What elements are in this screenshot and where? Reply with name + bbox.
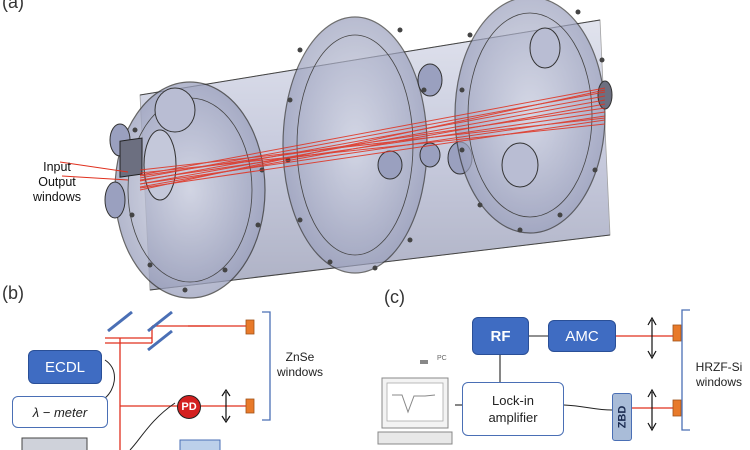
pc-label: PC: [437, 355, 447, 362]
right-flange: [454, 0, 613, 234]
pc-monitor-icon: [377, 360, 453, 445]
zbd-label: ZBD: [616, 405, 629, 429]
znse-window-bottom: [245, 398, 255, 414]
hrzf-label-line-2: windows: [695, 375, 743, 389]
znse-bracket: [262, 311, 271, 421]
panel-b-mirrors: [107, 310, 173, 352]
wavemeter-label: λ − meter: [32, 404, 88, 420]
callout-line-2: Output: [38, 175, 76, 189]
hrzf-windows-label: HRZF-Si windows: [688, 360, 750, 390]
lockin-amplifier-box: Lock-in amplifier: [462, 382, 564, 436]
panel-c-wires: [455, 335, 613, 411]
lockin-label-line-1: Lock-in: [492, 393, 534, 408]
panel-a-label: (a): [2, 0, 24, 12]
znse-label-line-1: ZnSe: [285, 350, 315, 364]
io-windows-callout: Input Output windows: [22, 160, 92, 205]
panel-b-arrow: [221, 388, 231, 424]
zbd-detector: ZBD: [612, 393, 632, 441]
pd-label: PD: [181, 401, 197, 413]
panel-c-arrows: [647, 316, 657, 432]
io-window: [119, 137, 143, 178]
rf-box: RF: [472, 317, 529, 355]
ecdl-box: ECDL: [28, 350, 102, 384]
lockin-label-line-2: amplifier: [488, 410, 538, 425]
wavemeter-box: λ − meter: [12, 396, 108, 428]
panel-c-label: (c): [384, 287, 405, 307]
partial-box: [179, 439, 221, 450]
panel-b-label: (b): [2, 283, 24, 303]
znse-window-top: [245, 319, 255, 335]
amc-label: AMC: [565, 327, 599, 345]
hrzf-window-top: [672, 324, 682, 342]
callout-line-3: windows: [33, 190, 81, 204]
input-output-beams: [59, 161, 129, 181]
znse-windows-label: ZnSe windows: [268, 350, 332, 380]
instrument-partial: [21, 437, 88, 450]
bolt-holes: [127, 9, 605, 293]
multipass-beams: [139, 87, 606, 191]
left-flange: [104, 81, 266, 299]
amc-box: AMC: [548, 320, 616, 352]
pd-detector: PD: [177, 395, 201, 419]
hrzf-window-bottom: [672, 399, 682, 417]
rf-label: RF: [490, 327, 511, 345]
hrzf-bracket: [681, 309, 690, 431]
callout-line-1: Input: [43, 160, 71, 174]
znse-label-line-2: windows: [276, 365, 324, 379]
hrzf-label-line-1: HRZF-Si: [695, 360, 743, 374]
ecdl-label: ECDL: [44, 358, 85, 376]
